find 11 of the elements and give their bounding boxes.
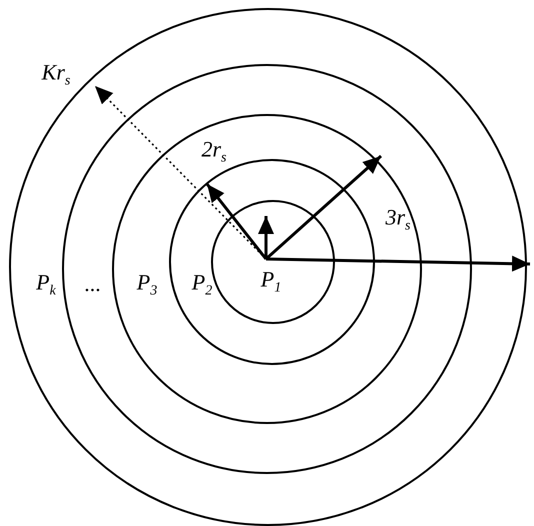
radius-label: 2r$_{s}$ bbox=[202, 138, 226, 166]
region-label: P$_{3}$ bbox=[136, 271, 158, 299]
radius-label: 3r$_{s}$ bbox=[386, 206, 410, 234]
region-label: P$_{1}$ bbox=[260, 268, 282, 296]
circle bbox=[9, 8, 527, 526]
circle bbox=[112, 114, 422, 424]
region-label: ... bbox=[84, 273, 102, 295]
region-label: P$_{2}$ bbox=[192, 271, 212, 299]
region-label: P$_{k}$ bbox=[36, 271, 56, 299]
radius-label: Kr$_{s}$ bbox=[42, 61, 70, 89]
circle bbox=[211, 200, 335, 324]
